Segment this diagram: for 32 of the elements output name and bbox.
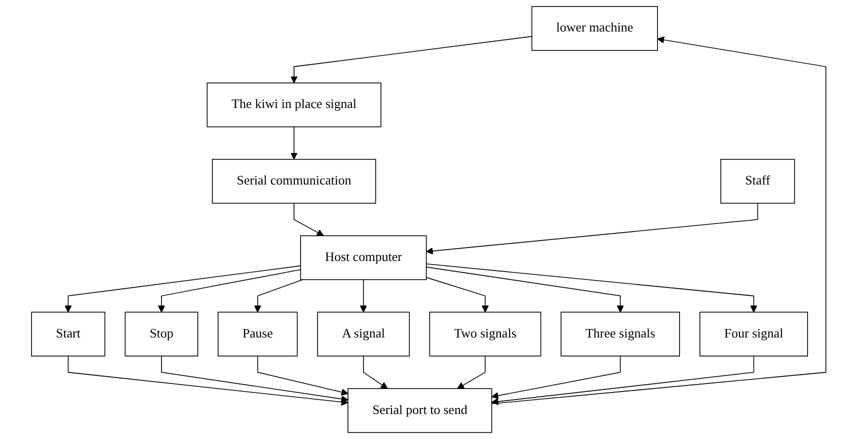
arrow — [426, 202, 758, 255]
arrow — [64, 265, 302, 312]
arrow — [426, 263, 758, 312]
node-box: Staff — [720, 158, 796, 204]
node-box: Stop — [125, 312, 199, 356]
arrow — [290, 36, 533, 84]
arrow — [492, 36, 827, 404]
node-box: Serial port to send — [348, 388, 492, 433]
node-box: A signal — [317, 312, 410, 356]
arrow — [290, 126, 298, 160]
node-box: lower machine — [532, 6, 658, 51]
arrow — [360, 279, 368, 312]
node-box: Serial communication — [212, 158, 376, 204]
arrow — [426, 277, 490, 312]
arrow — [258, 356, 349, 396]
arrow — [363, 356, 388, 389]
node-box: Pause — [218, 312, 298, 356]
node-box: The kiwi in place signal — [207, 82, 382, 128]
arrow — [254, 279, 304, 312]
node-box: Two signals — [430, 312, 542, 356]
arrow — [68, 356, 349, 406]
node-box: Host computer — [300, 235, 428, 280]
node-box: Three signals — [561, 312, 680, 356]
arrow — [158, 269, 302, 312]
arrow — [492, 356, 622, 400]
arrow — [426, 266, 624, 312]
arrow — [161, 356, 349, 402]
arrow — [492, 356, 754, 406]
arrow — [457, 356, 486, 389]
arrow — [294, 202, 324, 236]
node-box: Four signal — [700, 312, 808, 356]
node-box: Start — [31, 312, 106, 356]
